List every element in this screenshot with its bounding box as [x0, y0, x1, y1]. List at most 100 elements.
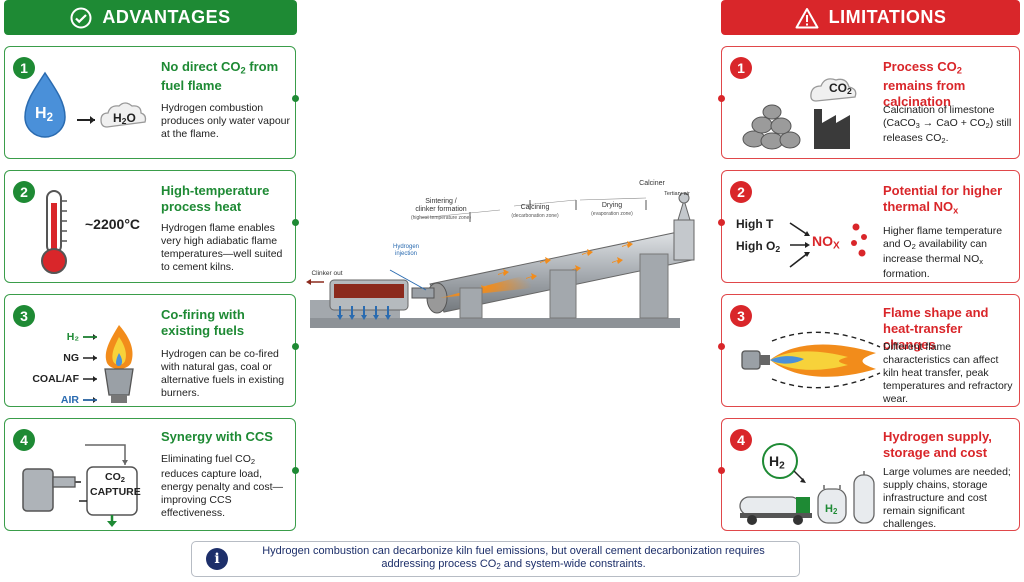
calcining-line1: Calcining — [520, 204, 550, 211]
title-part: Potential for higher thermal NO — [883, 183, 1003, 214]
h2-tank-label: H2 — [825, 503, 837, 516]
temperature-label: ~2200°C — [85, 216, 141, 232]
limitation-number: 2 — [730, 181, 752, 203]
limitation-number: 1 — [730, 57, 752, 79]
advantages-header: ADVANTAGES — [4, 0, 297, 35]
desc-end: reduces capture load, energy penalty and… — [161, 467, 283, 519]
limestone-factory-icon — [742, 78, 857, 150]
limitation-title: Hydrogen supply, storage and cost — [883, 429, 992, 460]
h2o-h: H — [113, 111, 122, 125]
limitation-title: Potential for higher thermal NOx — [883, 183, 1015, 218]
advantage-number: 3 — [13, 305, 35, 327]
tertiary-air-label: Tertiary air — [664, 191, 690, 197]
advantage-desc: Eliminating fuel CO2 reduces capture loa… — [161, 453, 293, 520]
advantage-desc: Hydrogen flame enables very high adiabat… — [161, 222, 283, 273]
d3: formation. — [883, 267, 930, 280]
co2-capture-label: CO2 CAPTURE — [90, 471, 141, 499]
hydrogen-drop-icon — [24, 71, 147, 138]
limitation-card-4: 4 H2 H2 Hydrogen supply, storage and cos… — [718, 418, 1020, 531]
advantage-card-4: 4 CO2 CAPTURE Synergy with CCS Eliminati… — [4, 418, 299, 531]
nox-text: NO — [812, 233, 833, 249]
advantage-desc: Hydrogen combustion produces only water … — [161, 102, 290, 140]
advantage-number: 1 — [13, 57, 35, 79]
nox-sub: X — [833, 240, 840, 252]
calcining-line2: (decarbonation zone) — [511, 213, 559, 219]
limitation-desc: Large volumes are needed; supply chains,… — [883, 466, 1011, 530]
co2-text: CO — [105, 471, 121, 483]
h2o-sub: 2 — [121, 116, 127, 127]
sintering-zone-label: Sintering / clinker formation (highest t… — [396, 198, 486, 222]
title-sub: 2 — [956, 65, 962, 76]
limitation-desc: Higher flame temperature and O2 availabi… — [883, 225, 1015, 281]
nox-inputs: High T High O2 — [736, 213, 780, 260]
advantage-card-3: 3 H₂ NG COAL/AF AIR Co-firing with exist… — [4, 294, 299, 407]
limitation-desc: Different flame characteristics can affe… — [883, 341, 1013, 405]
tank-text: H — [825, 503, 833, 515]
connector-dot — [718, 219, 725, 226]
co2-cloud-label: CO2 — [829, 81, 852, 96]
connector-dot — [292, 219, 299, 226]
limitations-title: LIMITATIONS — [828, 7, 947, 27]
advantage-title: Synergy with CCS — [161, 429, 273, 444]
title-part: No direct CO — [161, 59, 241, 74]
connector-dot — [718, 467, 725, 474]
connector-dot — [718, 95, 725, 102]
d2: → CaO + CO — [919, 117, 986, 129]
d2s: x — [979, 256, 984, 266]
injection-line2: injection — [394, 251, 417, 257]
calcining-zone-label: Calcining (decarbonation zone) — [500, 204, 570, 220]
title-sub: x — [953, 205, 959, 216]
summary-sub: 2 — [496, 561, 501, 571]
desc-part: Eliminating fuel CO — [161, 453, 251, 465]
high-o-text: High O — [736, 239, 776, 253]
thermometer-icon — [41, 190, 67, 274]
title-part: Process CO — [883, 59, 957, 74]
info-icon: i — [206, 548, 228, 570]
connector-dot — [292, 343, 299, 350]
hydrogen-truck-tanks-icon — [739, 443, 875, 525]
advantage-title: High-temperature process heat — [161, 183, 270, 214]
h2o-o: O — [126, 111, 136, 125]
sintering-line2: clinker formation — [415, 206, 467, 213]
sintering-line1: Sintering / — [425, 198, 457, 205]
tank-sub: 2 — [832, 506, 838, 516]
clinker-out-label: Clinker out — [311, 270, 343, 277]
advantage-card-1: 1 H2 H2O No direct CO2 from fuel flame H… — [4, 46, 299, 159]
connector-dot — [292, 95, 299, 102]
limitation-number: 3 — [730, 305, 752, 327]
advantages-title: ADVANTAGES — [102, 7, 231, 27]
warning-icon — [795, 7, 819, 28]
h2-bubble-label: H2 — [769, 453, 785, 472]
drying-line1: Drying — [601, 202, 623, 209]
rotary-kiln-illustration — [306, 192, 695, 328]
ccs-unit-icon — [22, 444, 138, 527]
connector-dot — [292, 467, 299, 474]
limitation-card-1: 1 CO2 Process CO2 remains from calcinati… — [718, 46, 1020, 159]
d3s: 2 — [941, 135, 946, 145]
advantage-title: Co-firing with existing fuels — [161, 307, 245, 338]
fuel-ng: NG — [63, 352, 79, 364]
d1: Calcination of limestone (CaCO — [883, 104, 995, 129]
nox-label: NOX — [812, 233, 840, 252]
d1s: 3 — [915, 120, 920, 130]
advantage-number: 2 — [13, 181, 35, 203]
summary-end: and system-wide constraints. — [500, 558, 646, 571]
injection-line1: Hydrogen — [392, 244, 419, 250]
fuel-h2: H₂ — [66, 331, 79, 343]
d1s: 2 — [911, 241, 916, 251]
cloud-sub: 2 — [847, 86, 852, 97]
limitation-title: Flame shape and heat-transfer changes — [883, 305, 989, 352]
co2-line: CO2 — [90, 471, 140, 486]
check-circle-icon — [70, 7, 92, 28]
co2-sub: 2 — [120, 474, 125, 484]
burner-flame-icon — [741, 331, 881, 389]
title-sub: 2 — [240, 65, 246, 76]
fuel-coal: COAL/AF — [32, 373, 79, 385]
advantage-number: 4 — [13, 429, 35, 451]
sintering-line3: (highest temperature zone) — [410, 215, 472, 221]
summary-part: Hydrogen combustion can decarbonize kiln… — [262, 545, 765, 571]
high-o-sub: 2 — [775, 244, 781, 255]
h2-drop-label: H2 — [35, 105, 53, 124]
fuel-list: H₂ NG COAL/AF AIR — [19, 327, 79, 411]
drying-zone-label: Drying (evaporation zone) — [582, 202, 642, 218]
